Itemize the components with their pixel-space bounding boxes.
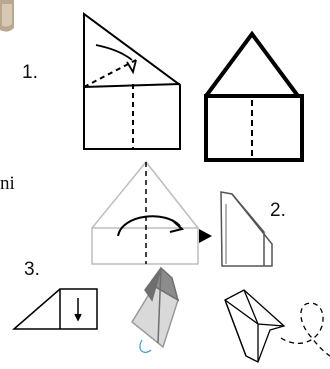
- corner-photo-fragment: [0, 0, 14, 32]
- next-arrow-icon: [199, 229, 212, 243]
- step1-folded-paper: [84, 14, 180, 149]
- flight-path-loop: [281, 303, 330, 356]
- step-3-label: 3.: [24, 260, 40, 279]
- finished-paper-airplane: [225, 290, 284, 362]
- step3-shaded-plane: [132, 268, 178, 352]
- step-2-label: 2.: [270, 201, 286, 220]
- step1-house-shape: [206, 34, 302, 160]
- step-1-label: 1.: [22, 63, 38, 82]
- cropped-text-fragment: ni: [0, 174, 15, 193]
- step2-triangle-fold: [92, 162, 198, 264]
- step2-narrow-fold: [221, 192, 272, 266]
- step3-fold-shape: [14, 289, 97, 329]
